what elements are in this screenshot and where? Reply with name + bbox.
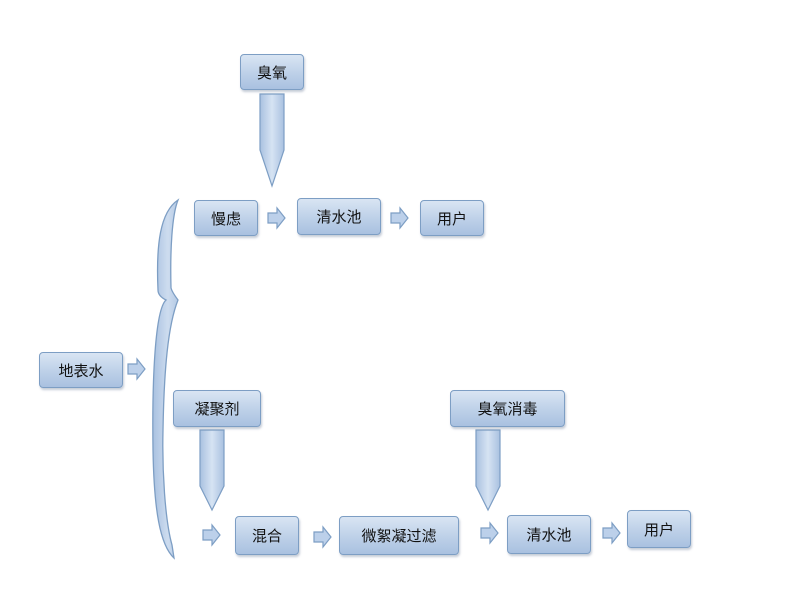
branch-brace — [152, 198, 180, 560]
user-bottom-node: 用户 — [627, 510, 691, 548]
arrow-disinfection-to-tank — [475, 429, 501, 512]
user-top-node: 用户 — [420, 200, 484, 236]
source-node: 地表水 — [39, 352, 123, 388]
mixing-node: 混合 — [235, 516, 299, 555]
arrow-filtration-to-tank — [480, 521, 499, 545]
clear-water-tank-top-node: 清水池 — [297, 198, 381, 235]
arrow-brace-to-mixing — [202, 523, 221, 547]
arrow-source-to-brace — [127, 357, 146, 381]
arrow-tank-to-user-top — [390, 206, 409, 230]
arrow-slowfilter-to-tank — [267, 206, 286, 230]
micro-flocculation-filtration-node: 微絮凝过滤 — [339, 516, 459, 555]
arrow-coagulant-to-mixing — [199, 429, 225, 512]
clear-water-tank-bottom-node: 清水池 — [507, 515, 591, 554]
coagulant-node: 凝聚剂 — [173, 390, 261, 427]
slow-filter-node: 慢虑 — [194, 200, 258, 236]
arrow-mixing-to-filtration — [313, 525, 332, 549]
arrow-tank-to-user-bottom — [602, 521, 621, 545]
ozone-disinfection-node: 臭氧消毒 — [450, 390, 565, 427]
arrow-ozone-to-slowfilter — [259, 93, 285, 188]
ozone-node: 臭氧 — [240, 54, 304, 90]
